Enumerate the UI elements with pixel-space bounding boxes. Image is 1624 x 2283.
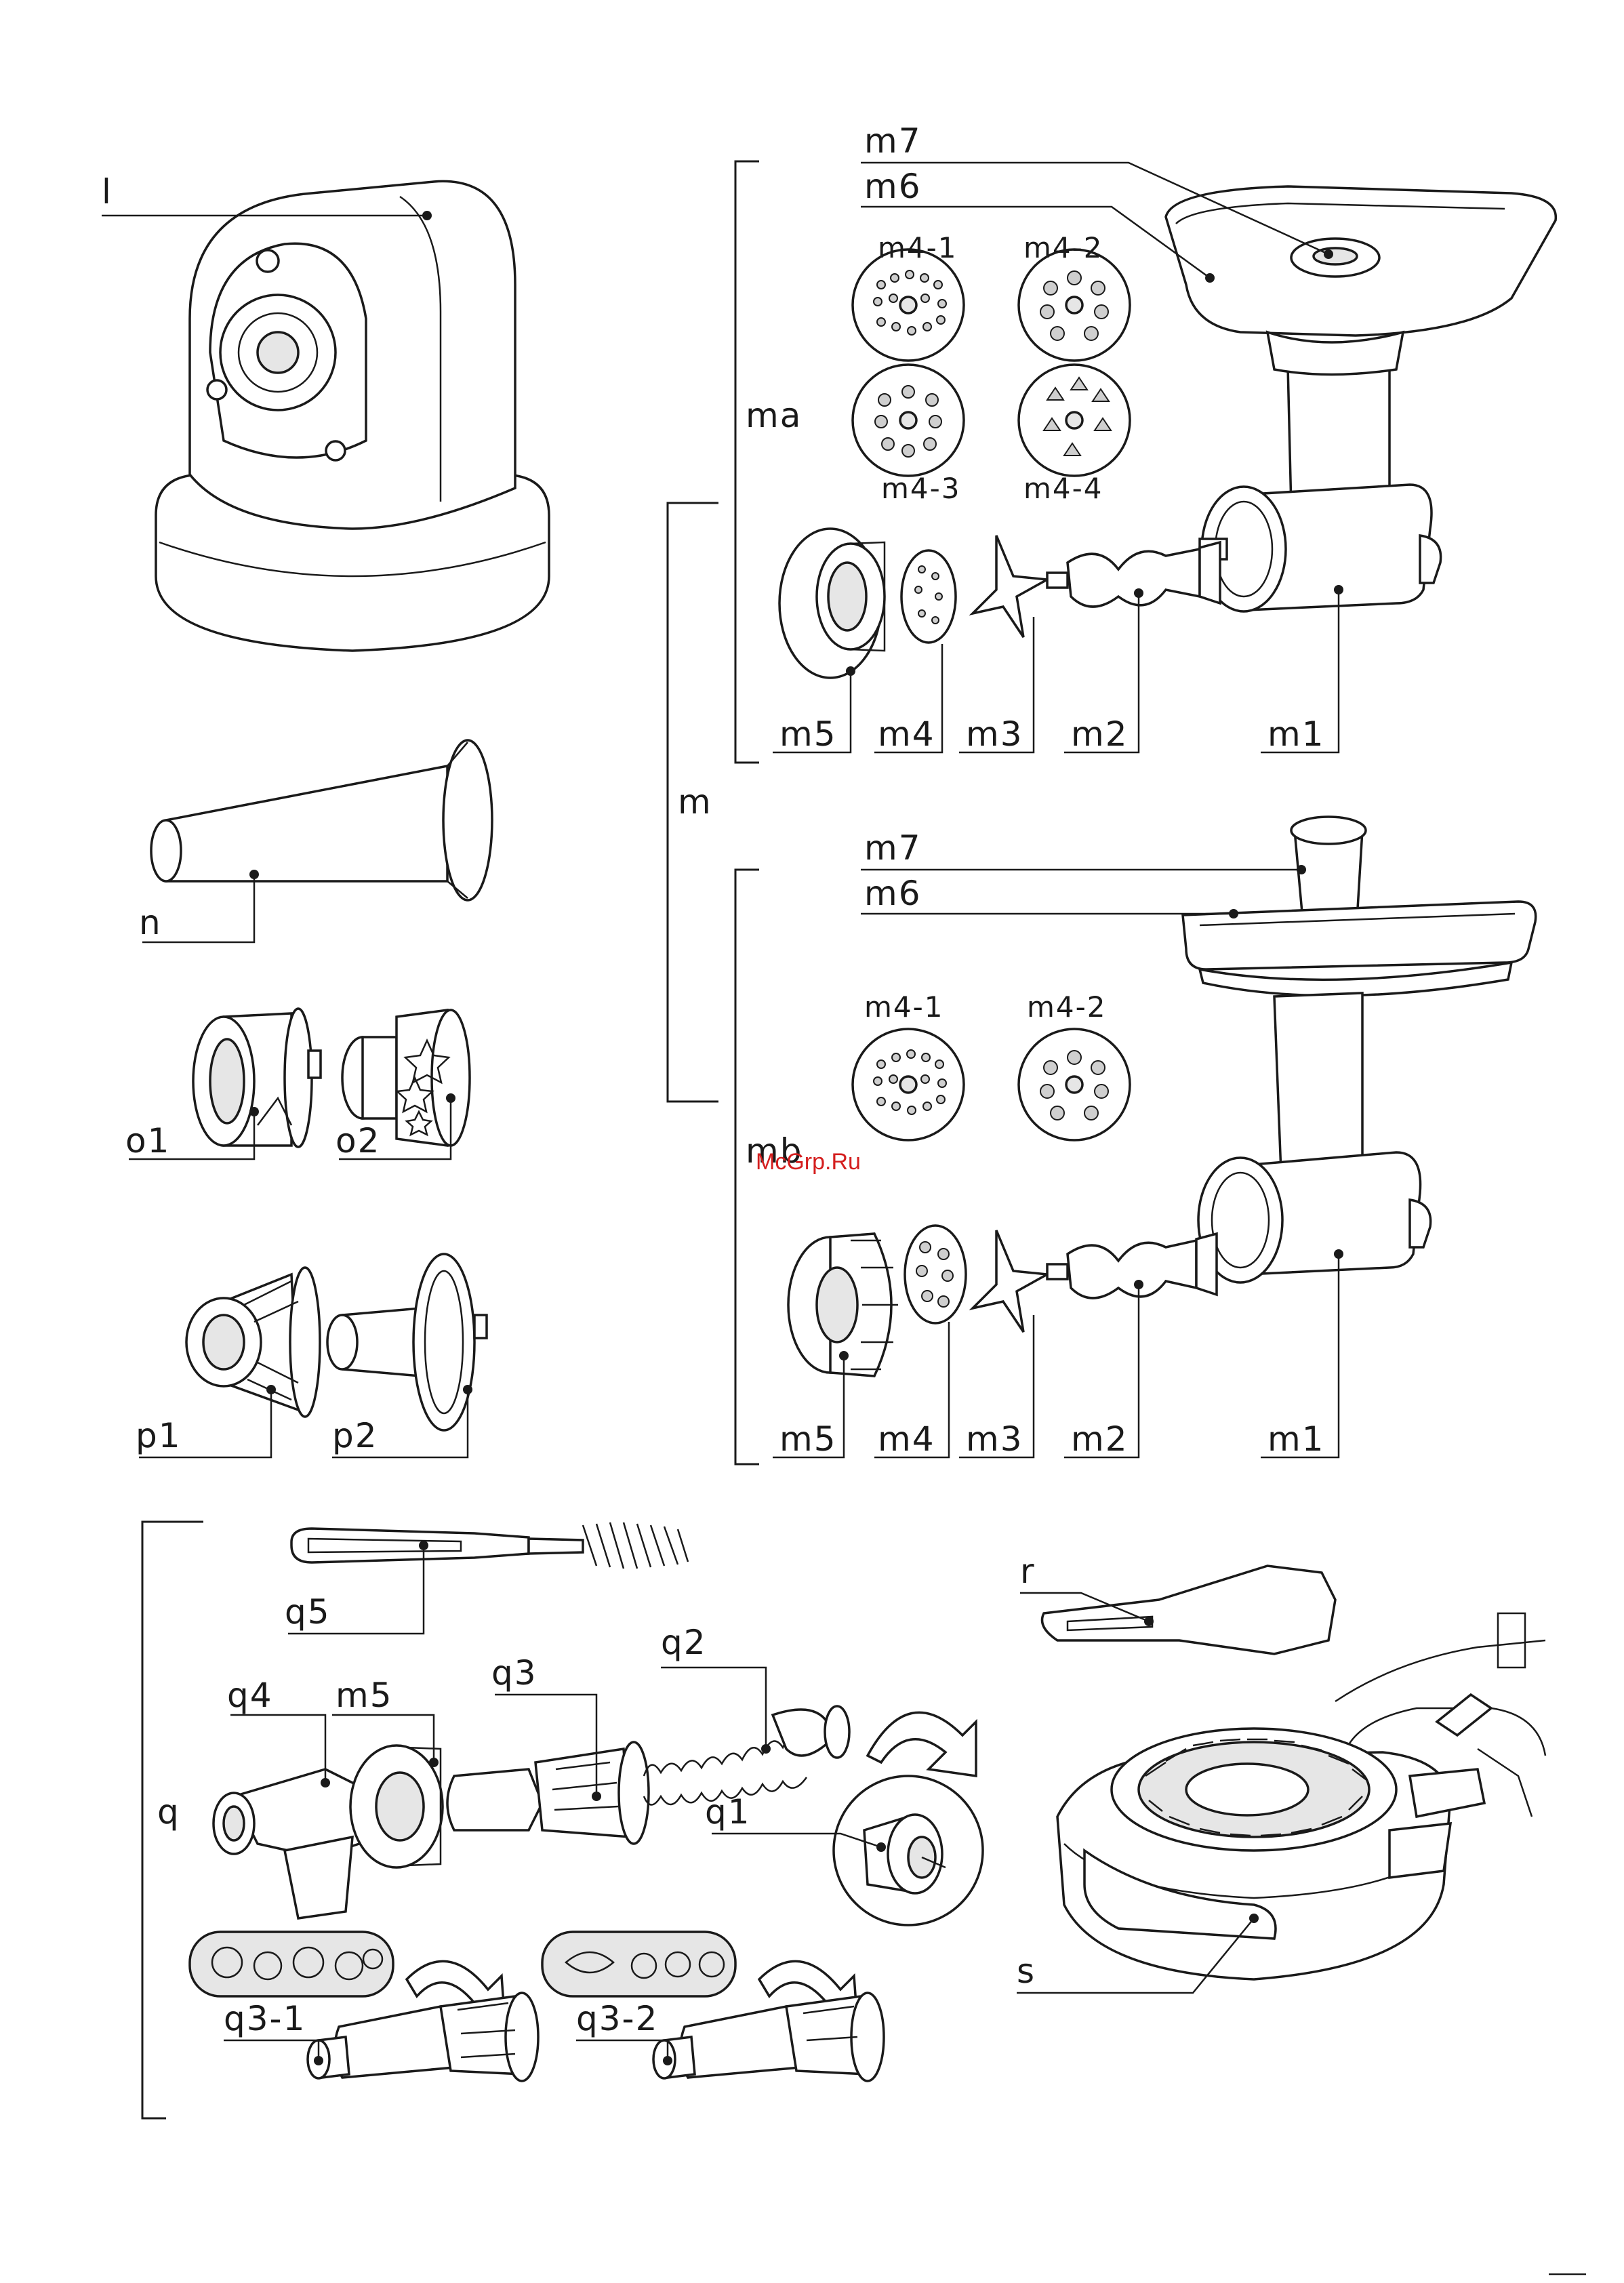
label-m2-b: m2	[1071, 1419, 1129, 1459]
mincer-mb-plates: m4-1 m4-2	[853, 990, 1130, 1140]
label-m2-a: m2	[1071, 714, 1129, 754]
label-m3-a: m3	[966, 714, 1023, 754]
label-p2: p2	[332, 1416, 378, 1455]
label-m1-b: m1	[1267, 1419, 1325, 1459]
label-q2: q2	[661, 1623, 707, 1662]
part-q2-spiral: q2	[644, 1623, 849, 1805]
label-q: q	[157, 1792, 180, 1832]
label-m4-3: m4-3	[881, 472, 961, 505]
label-m4-b: m4	[878, 1419, 935, 1459]
mincer-ma-plates: m4-1 m4-2 m4-3 m4-4	[853, 231, 1130, 505]
label-o2: o2	[336, 1121, 380, 1160]
mincer-mb-body	[1183, 817, 1536, 1282]
group-q: q q5 q4 m5	[142, 1522, 983, 2118]
label-q5: q5	[285, 1592, 331, 1632]
label-m7-a: m7	[864, 121, 922, 161]
label-q3-1: q3-1	[224, 1999, 306, 2038]
label-m4-a: m4	[878, 714, 935, 754]
label-m4-1-b: m4-1	[864, 990, 944, 1024]
label-m4-2-b: m4-2	[1027, 990, 1107, 1024]
part-o2: o2	[336, 1010, 470, 1160]
label-m5-q: m5	[336, 1676, 393, 1715]
label-m3-b: m3	[966, 1419, 1023, 1459]
label-ma: ma	[746, 396, 802, 435]
part-n-nozzle: n	[139, 740, 492, 942]
part-p1: p1	[136, 1268, 320, 1457]
label-m7-b: m7	[864, 828, 922, 868]
group-m-brackets: m ma mb	[668, 161, 803, 1464]
label-q3-2: q3-2	[576, 1999, 658, 2038]
part-s-adapter: s	[1017, 1613, 1545, 1993]
label-m1-a: m1	[1267, 714, 1325, 754]
label-r: r	[1020, 1552, 1036, 1591]
label-q4: q4	[227, 1676, 273, 1715]
label-q1: q1	[705, 1792, 751, 1832]
label-m4-2-a: m4-2	[1023, 231, 1103, 264]
label-m5-b: m5	[779, 1419, 837, 1459]
part-q3-2: q3-2	[542, 1932, 884, 2081]
label-o1: o1	[125, 1121, 170, 1160]
label-s: s	[1017, 1952, 1036, 1991]
part-q5-brush: q5	[285, 1522, 688, 1634]
label-p1: p1	[136, 1416, 182, 1455]
mincer-ma-body	[1166, 186, 1556, 611]
label-m6-b: m6	[864, 874, 922, 913]
part-q3-strainer: q3	[447, 1653, 649, 1844]
part-l-housing: l	[102, 172, 549, 651]
part-p2: p2	[327, 1254, 487, 1457]
label-n: n	[139, 903, 162, 942]
label-m5-a: m5	[779, 714, 837, 754]
label-m4-1-a: m4-1	[878, 231, 958, 264]
label-l: l	[102, 172, 113, 211]
label-m4-4: m4-4	[1023, 472, 1103, 505]
part-o1: o1	[125, 1009, 321, 1160]
label-m6-a: m6	[864, 167, 922, 206]
part-q3-1: q3-1	[190, 1932, 538, 2081]
part-r-spatula: r	[1020, 1552, 1335, 1654]
watermark: McGrp.Ru	[756, 1149, 861, 1175]
label-q3: q3	[491, 1653, 537, 1693]
label-m: m	[678, 782, 712, 822]
